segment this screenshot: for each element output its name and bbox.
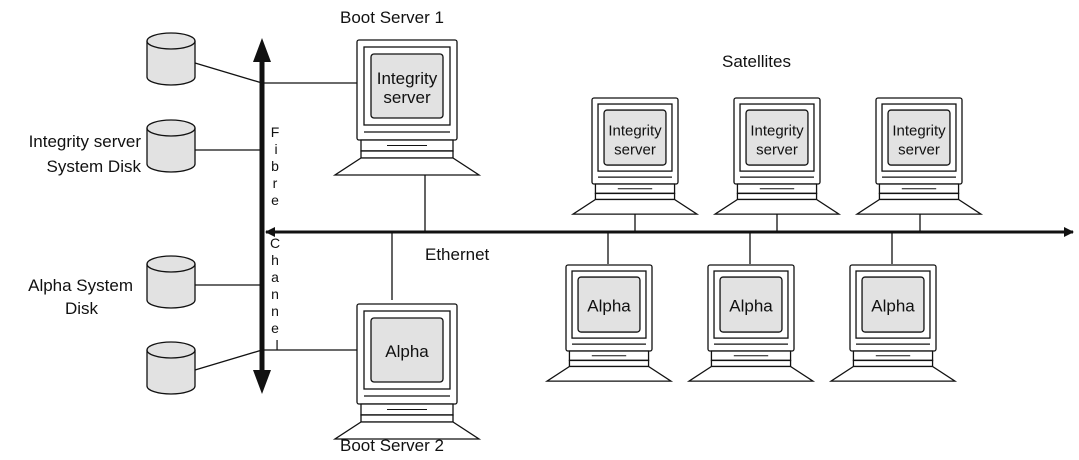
satellites-label: Satellites (722, 52, 791, 71)
boot-server-2-computer-icon: Alpha (332, 303, 482, 440)
fibre-channel-letter: b (271, 158, 279, 174)
screen-label: server (383, 88, 431, 107)
disk-icon (146, 341, 196, 395)
fibre-channel-letter: n (271, 303, 279, 319)
satellite-integrity-computer-icon: Integrity server (570, 97, 700, 215)
screen-label: Alpha (385, 342, 429, 361)
boot-server-1-label: Boot Server 1 (340, 8, 444, 27)
boot-server-2-label: Boot Server 2 (340, 436, 444, 455)
screen-label: Alpha (871, 297, 915, 316)
fibre-channel-letter: l (275, 337, 278, 353)
screen-label: server (898, 142, 940, 159)
integrity-disk-label: Integrity server (29, 132, 142, 151)
screen-label: server (756, 142, 798, 159)
fibre-channel-letter: r (273, 175, 278, 191)
fibre-channel-letter: e (271, 320, 279, 336)
ethernet-label: Ethernet (425, 245, 490, 264)
alpha-disk-label: Alpha System (28, 276, 133, 295)
disk-icon (146, 255, 196, 309)
arrow-down-icon (253, 370, 271, 394)
fibre-channel-letter: C (270, 235, 280, 251)
satellite-alpha-computer-icon: Alpha (544, 264, 674, 382)
fibre-channel-letter: i (274, 141, 277, 157)
screen-label: Integrity (377, 69, 438, 88)
disk-link (194, 349, 263, 371)
screen-label: Alpha (729, 297, 773, 316)
screen-label: Integrity (608, 123, 662, 140)
disk-link (194, 62, 263, 84)
integrity-disk-label-line2: System Disk (47, 157, 142, 176)
disk-icon (146, 119, 196, 173)
arrow-up-icon (253, 38, 271, 62)
fibre-channel-letter: h (271, 252, 279, 268)
satellite-integrity-computer-icon: Integrity server (712, 97, 842, 215)
fibre-channel-letter: e (271, 192, 279, 208)
fibre-channel-letter: a (271, 269, 279, 285)
fibre-channel-letter: F (271, 124, 280, 140)
fibre-channel-letter: n (271, 286, 279, 302)
screen-label: Alpha (587, 297, 631, 316)
satellite-integrity-computer-icon: Integrity server (854, 97, 984, 215)
satellite-alpha-computer-icon: Alpha (686, 264, 816, 382)
screen-label: server (614, 142, 656, 159)
screen-label: Integrity (750, 123, 804, 140)
screen-label: Integrity (892, 123, 946, 140)
disk-icon (146, 32, 196, 86)
alpha-disk-label-line2: Disk (65, 299, 99, 318)
satellite-alpha-computer-icon: Alpha (828, 264, 958, 382)
